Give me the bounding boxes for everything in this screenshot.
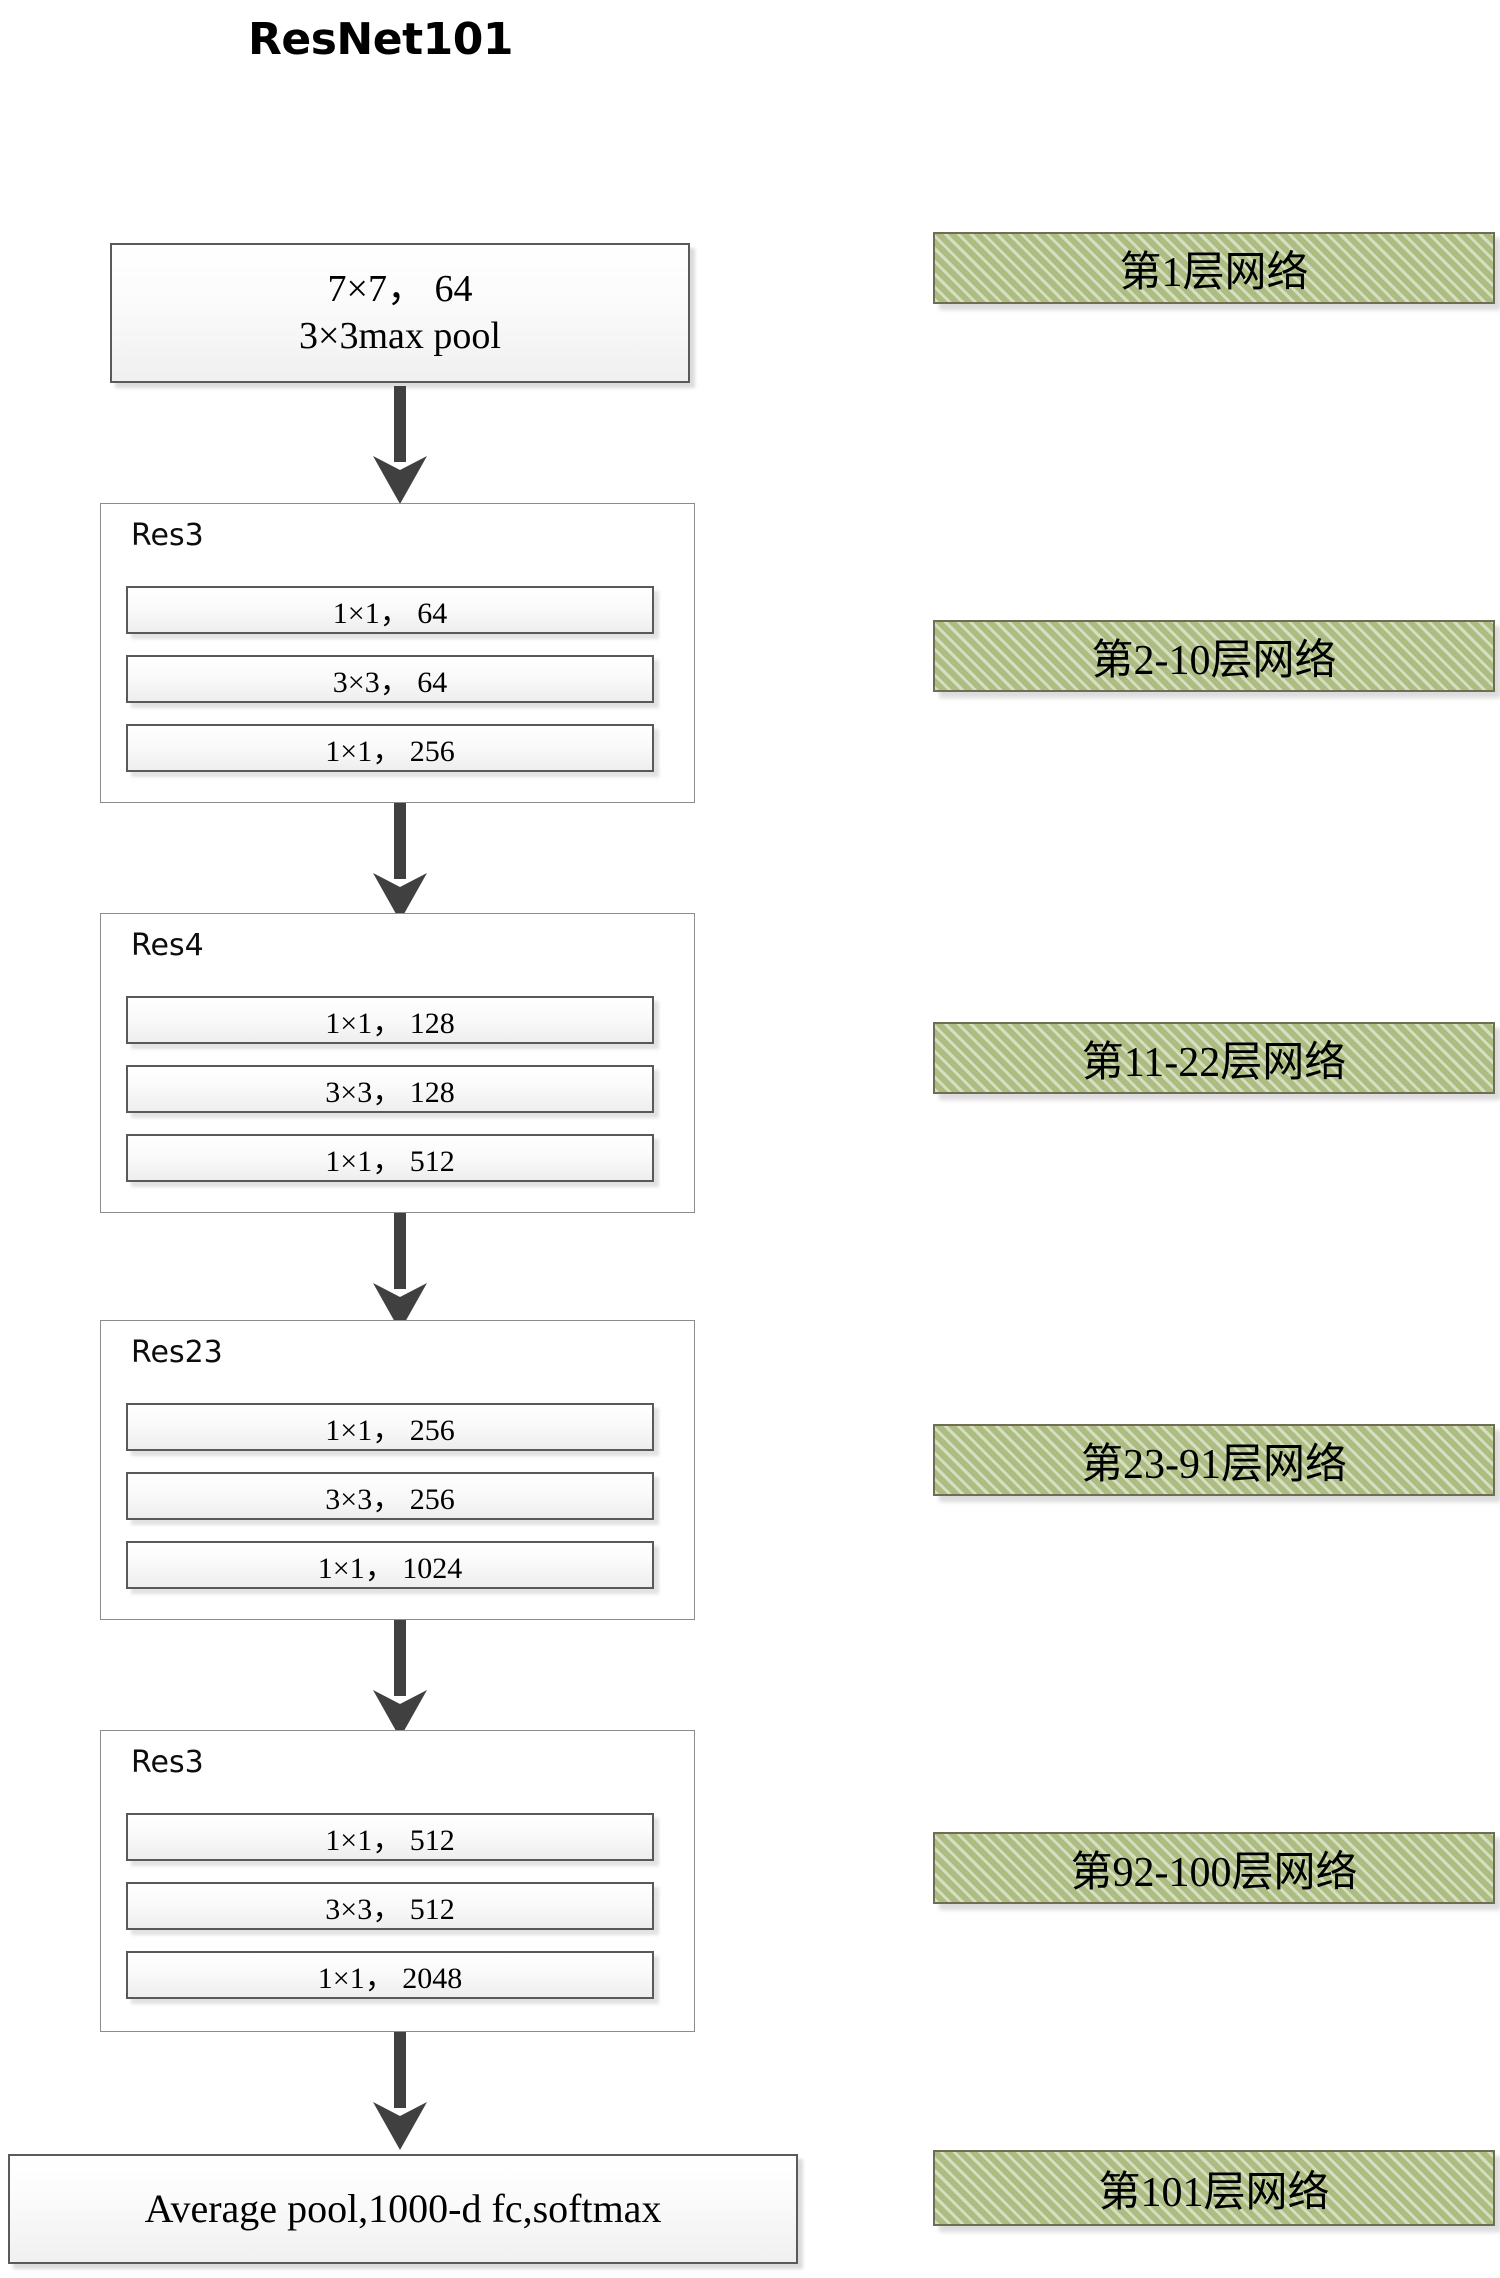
stem-line-1: 7×7， 64	[327, 268, 473, 311]
annotation-box-4: 第23-91层网络	[933, 1424, 1495, 1496]
conv-row-res3a-1: 1×1， 64	[126, 586, 654, 634]
conv-row-res23-1: 1×1， 256	[126, 1403, 654, 1451]
conv-row-res23-2: 3×3， 256	[126, 1472, 654, 1520]
stage-box-classifier: Average pool,1000-d fc,softmax	[8, 2154, 798, 2264]
stage-label-res4: Res4	[131, 928, 204, 963]
stage-group-res3-b: Res3 1×1， 512 3×3， 512 1×1， 2048	[100, 1730, 695, 2032]
stage-group-res23: Res23 1×1， 256 3×3， 256 1×1， 1024	[100, 1320, 695, 1620]
conv-row-res4-1: 1×1， 128	[126, 996, 654, 1044]
conv-row-res3b-1: 1×1， 512	[126, 1813, 654, 1861]
stem-line-2: 3×3max pool	[299, 315, 501, 357]
conv-row-res4-2: 3×3， 128	[126, 1065, 654, 1113]
conv-row-res23-3: 1×1， 1024	[126, 1541, 654, 1589]
stage-box-stem: 7×7， 64 3×3max pool	[110, 243, 690, 383]
classifier-text: Average pool,1000-d fc,softmax	[144, 2185, 662, 2231]
flow-arrow-4	[369, 1620, 431, 1738]
conv-row-res3b-2: 3×3， 512	[126, 1882, 654, 1930]
conv-row-res4-3: 1×1， 512	[126, 1134, 654, 1182]
flow-arrow-5	[369, 2032, 431, 2150]
stage-group-res3-a: Res3 1×1， 64 3×3， 64 1×1， 256	[100, 503, 695, 803]
stage-label-res3-a: Res3	[131, 518, 204, 553]
annotation-box-6: 第101层网络	[933, 2150, 1495, 2226]
flow-arrow-3	[369, 1213, 431, 1331]
stage-group-res4: Res4 1×1， 128 3×3， 128 1×1， 512	[100, 913, 695, 1213]
annotation-box-5: 第92-100层网络	[933, 1832, 1495, 1904]
annotation-box-2: 第2-10层网络	[933, 620, 1495, 692]
page-title: ResNet101	[248, 14, 513, 65]
flow-arrow-2	[369, 803, 431, 921]
annotation-box-1: 第1层网络	[933, 232, 1495, 304]
annotation-box-3: 第11-22层网络	[933, 1022, 1495, 1094]
conv-row-res3a-2: 3×3， 64	[126, 655, 654, 703]
stage-label-res3-b: Res3	[131, 1745, 204, 1780]
flow-arrow-1	[369, 386, 431, 504]
stage-label-res23: Res23	[131, 1335, 223, 1370]
conv-row-res3a-3: 1×1， 256	[126, 724, 654, 772]
conv-row-res3b-3: 1×1， 2048	[126, 1951, 654, 1999]
